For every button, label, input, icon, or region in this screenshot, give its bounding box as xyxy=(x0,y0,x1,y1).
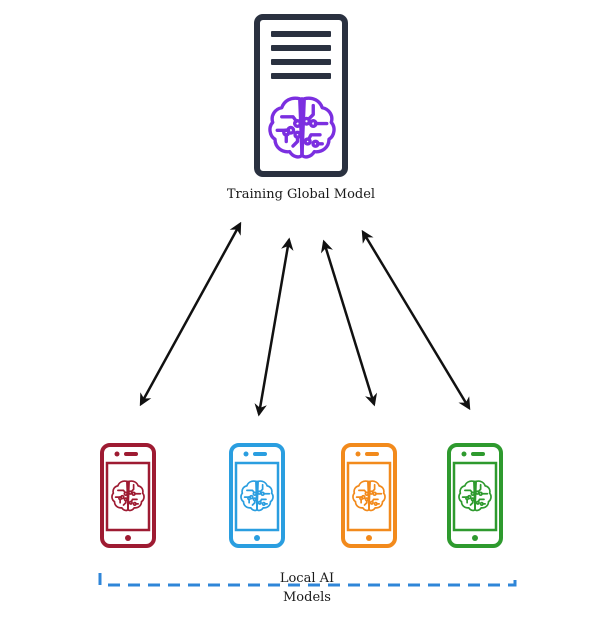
phone-client-2 xyxy=(229,443,285,548)
group-label-line1: Local AI xyxy=(280,571,334,586)
server-slots xyxy=(271,31,331,79)
brain-icon xyxy=(351,479,387,512)
camera-icon xyxy=(355,451,361,457)
speaker-slot xyxy=(124,452,138,456)
arrow-client-3 xyxy=(320,239,378,407)
brain-icon xyxy=(457,479,493,512)
phone-body xyxy=(100,443,156,548)
phone-body xyxy=(229,443,285,548)
home-button xyxy=(472,535,478,541)
speaker-slot xyxy=(253,452,267,456)
server xyxy=(254,14,348,177)
home-button xyxy=(254,535,260,541)
server-label: Training Global Model xyxy=(227,187,375,202)
speaker-slot xyxy=(471,452,485,456)
phone-client-4 xyxy=(447,443,503,548)
phone-screen xyxy=(105,461,151,532)
server-frame xyxy=(254,14,348,177)
local-models-bracket xyxy=(98,573,517,587)
arrow-client-2 xyxy=(254,237,294,417)
group-label-line2: Models xyxy=(283,590,331,605)
phone-client-3 xyxy=(341,443,397,548)
phone-client-1 xyxy=(100,443,156,548)
arrows xyxy=(139,221,471,417)
home-button xyxy=(366,535,372,541)
camera-icon xyxy=(461,451,467,457)
phone-body xyxy=(341,443,397,548)
home-button xyxy=(125,535,131,541)
phone-screen xyxy=(346,461,392,532)
speaker-slot xyxy=(365,452,379,456)
phone-body xyxy=(447,443,503,548)
phone-screen xyxy=(234,461,280,532)
arrow-client-4 xyxy=(361,229,471,411)
brain-icon xyxy=(239,479,275,512)
phone-screen xyxy=(452,461,498,532)
camera-icon xyxy=(243,451,249,457)
brain-icon xyxy=(110,479,146,512)
client-phones xyxy=(100,443,503,548)
brain-icon xyxy=(268,96,336,159)
arrow-client-1 xyxy=(139,221,242,407)
camera-icon xyxy=(114,451,120,457)
